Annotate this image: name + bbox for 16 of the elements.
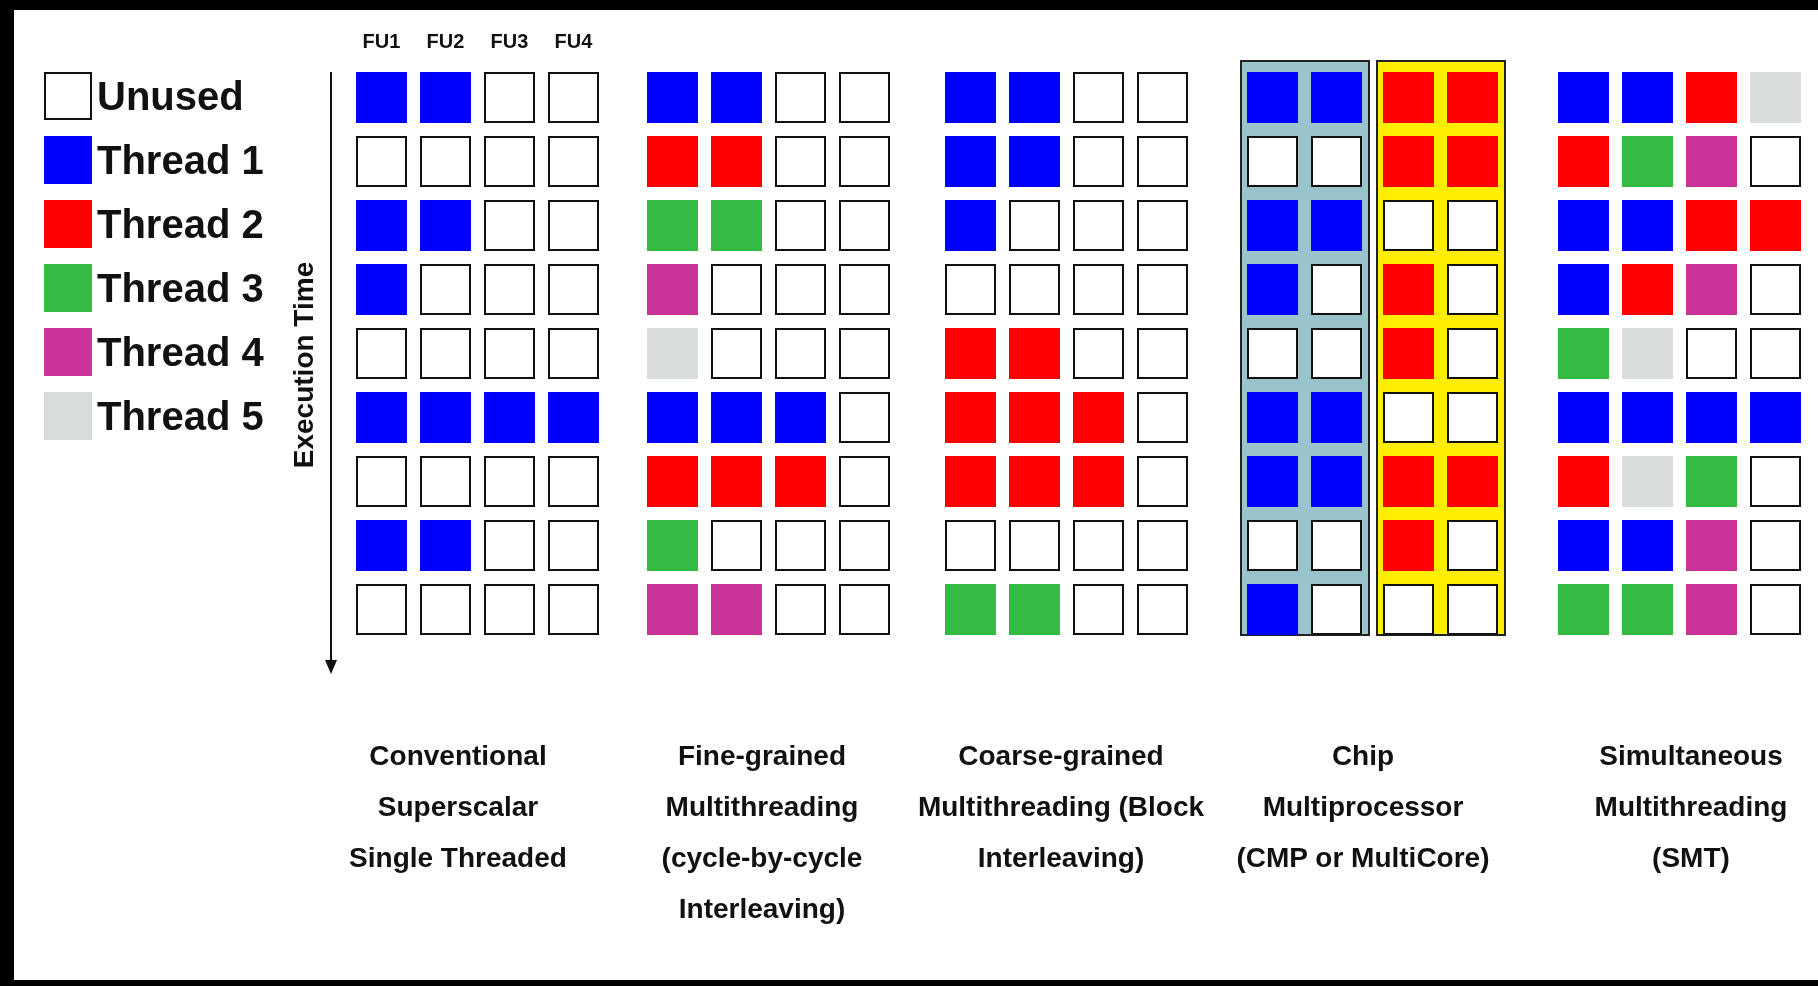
caption-text: Conventional Superscalar Single Threaded [348,739,568,875]
caption-text: Chip Multiprocessor (CMP or MultiCore) [1235,739,1491,875]
legend-text: Unused [97,73,244,120]
column-header: FU2 [425,30,466,53]
legend-text: Thread 1 [97,137,264,184]
column-header: FU4 [553,30,594,53]
legend-text: Thread 4 [97,329,264,376]
column-header: FU1 [361,30,402,53]
legend-text: Thread 5 [97,393,264,440]
caption-text: Coarse-grained Multithreading (Block Interleaving) [916,739,1206,875]
axis-label: Execution Time [288,260,320,471]
caption-text: Simultaneous Multithreading (SMT) [1593,739,1789,875]
legend-text: Thread 2 [97,201,264,248]
column-header: FU3 [489,30,530,53]
caption-text: Fine-grained Multithreading (cycle-by-cycle Interleaving) [660,739,864,926]
legend-text: Thread 3 [97,265,264,312]
